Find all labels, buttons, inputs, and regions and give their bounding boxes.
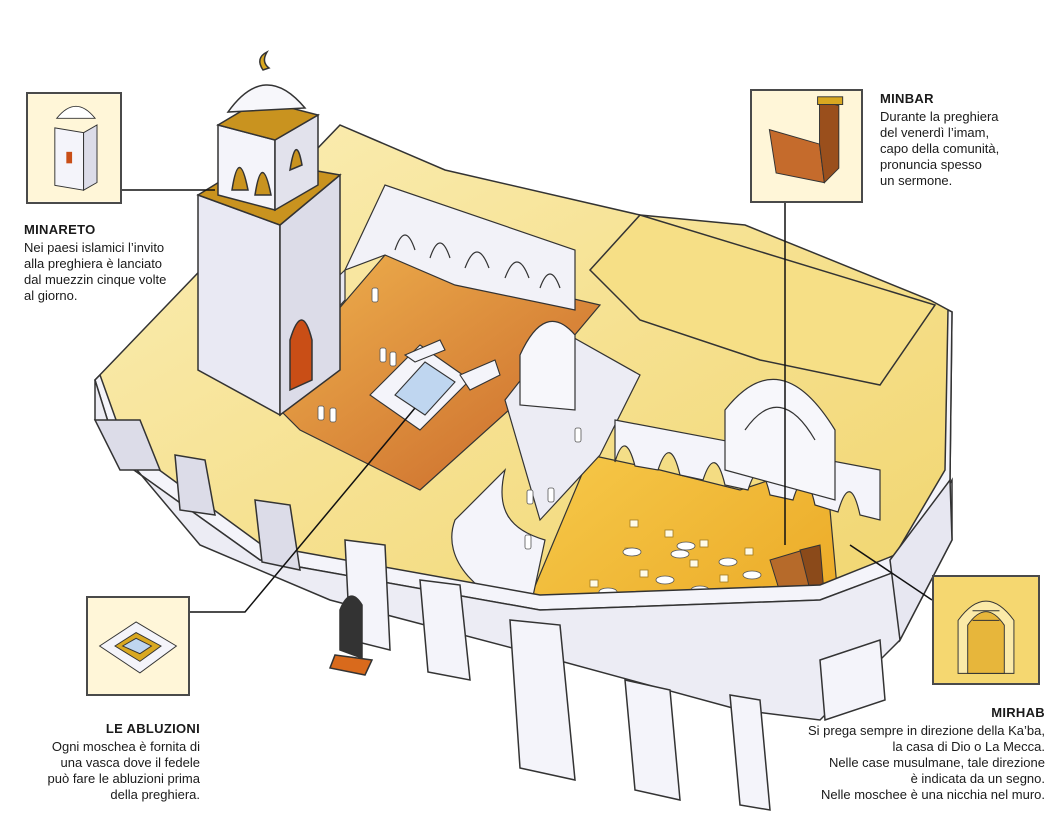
- ablution-basin: [369, 339, 501, 431]
- ablution-description: Ogni moschea è fornita di una vasca dove…: [47, 739, 200, 802]
- minaret: [196, 50, 342, 417]
- minbar-label: MINBAR Durante la preghiera del venerdì …: [880, 91, 1050, 189]
- ablution-label: LE ABLUZIONI Ogni moschea è fornita di u…: [24, 721, 200, 803]
- ablution-inset-drawing: [88, 598, 188, 694]
- prayer-hall-arcade: [614, 378, 881, 521]
- central-nave: [451, 320, 641, 611]
- minbar-inset-drawing: [752, 91, 861, 201]
- minbar-inset: [750, 89, 863, 203]
- right-roof-block: [588, 214, 937, 386]
- minaret-description: Nei paesi islamici l’invito alla preghie…: [24, 240, 167, 303]
- standing-figures: [317, 287, 582, 550]
- leader-lines: [122, 189, 933, 613]
- mirhab-inset: [932, 575, 1040, 685]
- ablution-inset: [86, 596, 190, 696]
- minaret-inset: [26, 92, 122, 204]
- ablution-title: LE ABLUZIONI: [105, 721, 200, 736]
- minaret-inset-drawing: [28, 94, 120, 202]
- outer-walls: [93, 308, 953, 811]
- mirhab-title: MIRHAB: [991, 705, 1045, 720]
- mirhab-label: MIRHAB Si prega sempre in direzione dell…: [790, 705, 1045, 803]
- minaret-label: MINARETO Nei paesi islamici l’invito all…: [24, 222, 204, 304]
- minaret-title: MINARETO: [24, 222, 96, 237]
- minbar-title: MINBAR: [880, 91, 934, 106]
- mirhab-inset-drawing: [934, 577, 1038, 683]
- minbar-description: Durante la preghiera del venerdì l’imam,…: [880, 109, 1000, 188]
- mirhab-description: Si prega sempre in direzione della Ka’ba…: [807, 723, 1045, 802]
